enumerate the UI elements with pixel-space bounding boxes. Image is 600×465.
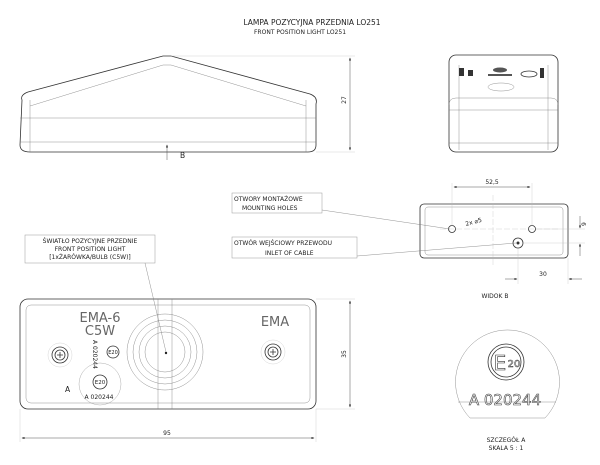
detail-approval-number: A 020244 [469,391,541,409]
side-view [448,54,559,153]
hole-spacing-dimension: 52,5 [485,179,499,186]
marking-c5w: C5W [85,324,115,339]
callout-cable-inlet: OTWÓR WEJŚCIOWY PRZEWODU INLET OF CABLE [231,236,517,259]
hole-callout: 2x ⌀5 [465,217,483,228]
svg-text:OTWÓR WEJŚCIOWY PRZEWODU: OTWÓR WEJŚCIOWY PRZEWODU [234,240,332,247]
front-width-dimension: 95 [163,430,171,437]
view-b: 52,5 2x ⌀5 9 30 WIDOK B [419,179,588,300]
detail-a-marker: A [65,385,71,394]
vertical-offset-dimension: 9 [581,222,588,226]
detail-a: E 20 A 020244 SZCZEGÓŁ A SKALA 5 : 1 [455,329,560,452]
height-dimension: 27 [341,96,348,104]
svg-text:OTWORY MONTAŻOWE: OTWORY MONTAŻOWE [234,196,303,203]
marking-ema6: EMA-6 [80,311,121,326]
svg-text:E20: E20 [108,350,118,356]
top-view: 27 B [19,55,355,160]
svg-text:ŚWIATŁO POZYCYJNE PRZEDNIE: ŚWIATŁO POZYCYJNE PRZEDNIE [43,238,138,245]
title-en: FRONT POSITION LIGHT LO251 [254,29,346,36]
detail-a-scale: SKALA 5 : 1 [489,445,524,452]
title-pl: LAMPA POZYCYJNA PRZEDNIA LO251 [243,18,380,27]
svg-text:MOUNTING HOLES: MOUNTING HOLES [242,205,298,212]
svg-text:INLET OF CABLE: INLET OF CABLE [265,250,314,257]
svg-text:FRONT POSITION LIGHT: FRONT POSITION LIGHT [55,246,126,253]
callout-front-position-light: ŚWIATŁO POZYCYJNE PRZEDNIE FRONT POSITIO… [24,234,167,353]
horizontal-offset-dimension: 30 [539,271,547,278]
view-b-label: WIDOK B [481,293,508,300]
approval-number: A 020244 [85,394,114,401]
detail-mark-number: 20 [508,359,521,370]
view-arrow-label: B [180,151,185,160]
approval-vertical: A 020244 [91,340,98,369]
detail-mark-e: E [494,351,507,375]
callout-mounting-holes: OTWORY MONTAŻOWE MOUNTING HOLES [231,192,451,230]
marking-ema: EMA [261,315,289,330]
front-height-dimension: 35 [341,350,348,358]
front-view: EMA-6 C5W EMA A 020244 E20 E20 A 020244 … [19,298,355,442]
detail-a-label: SZCZEGÓŁ A [487,437,527,444]
svg-text:[1xŻARÓWKA/BULB (C5W)]: [1xŻARÓWKA/BULB (C5W)] [49,254,131,261]
approval-mark: E20 [95,380,106,386]
